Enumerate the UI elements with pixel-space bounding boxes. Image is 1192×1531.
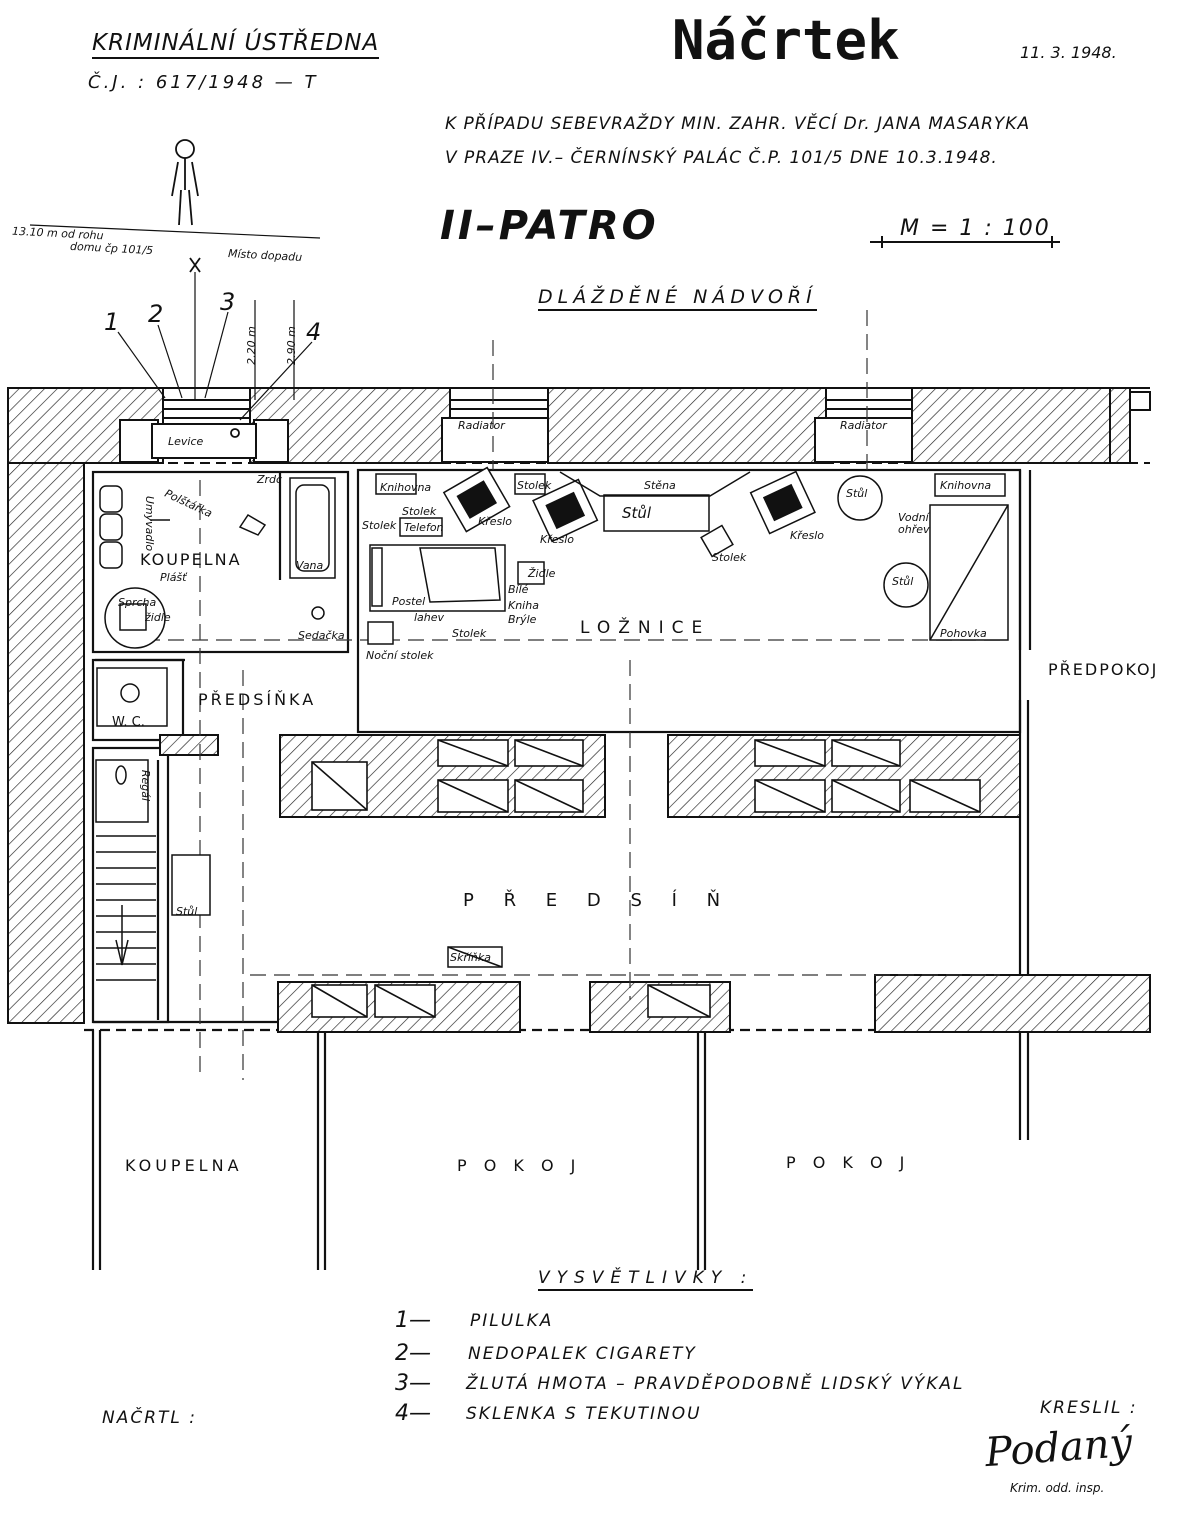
label-mirror: Zrdc	[257, 473, 283, 486]
label-glasses: Brýle	[508, 613, 537, 626]
subject-line-2: V PRAZE IV.– ČERNÍNSKÝ PALÁC Č.P. 101/5 …	[445, 148, 998, 168]
label-shower: Sprcha	[118, 596, 157, 609]
label-water-heater: Vodní ohřev	[898, 511, 930, 536]
label-bedroom-table: Stůl	[622, 504, 652, 522]
label-telephone: Telefon	[404, 521, 444, 534]
label-round-table-1: Stůl	[846, 487, 868, 500]
drawn-by-label: KRESLIL :	[1040, 1398, 1138, 1418]
marker-1: 1	[104, 308, 120, 336]
label-basin: Umyvadlo	[143, 495, 157, 552]
label-book: Kniha	[508, 599, 539, 612]
legend-num: 4—	[395, 1401, 431, 1426]
label-stool-3: Stolek	[517, 479, 552, 492]
label-linen: Bílé	[508, 583, 529, 596]
legend-text: PILULKA	[470, 1311, 554, 1331]
bedroom-furniture	[171, 466, 1009, 968]
scale-bar	[870, 236, 1060, 248]
label-bottle: lahev	[414, 611, 445, 624]
label-armchair-3: Křeslo	[790, 529, 825, 542]
label-stool-1: Stolek	[362, 519, 397, 532]
label-bookcase-2: Knihovna	[940, 479, 992, 492]
marker-4: 4	[306, 318, 322, 346]
reference-number: Č.J. : 617/1948 — T	[88, 72, 319, 93]
staircase	[95, 759, 156, 981]
label-tub: Vana	[296, 559, 324, 572]
room-hall: P Ř E D S Í Ň	[463, 890, 733, 911]
label-armchair-1: Křeslo	[478, 515, 513, 528]
label-bed-chair: Židle	[528, 567, 556, 580]
height-a: 2.20 m	[244, 326, 258, 365]
label-cabinet: Skříňka	[450, 951, 492, 964]
label-bath-shelf: Regál	[139, 769, 153, 802]
marker-3: 3	[220, 288, 236, 316]
label-radiator-1: Radiator	[458, 419, 505, 432]
legend-num: 3—	[395, 1371, 431, 1396]
floor-label: II–PATRO	[440, 203, 659, 249]
subject-line-1: K PŘÍPADU SEBEVRAŽDY MIN. ZAHR. VĚCÍ Dr.…	[445, 114, 1031, 134]
legend-text: ŽLUTÁ HMOTA – PRAVDĚPODOBNĚ LIDSKÝ VÝKAL	[466, 1374, 965, 1394]
scale-label: M = 1 : 100	[900, 216, 1051, 241]
courtyard-label: DLÁŽDĚNÉ NÁDVOŘÍ	[538, 288, 817, 311]
label-bookcase-1: Knihovna	[380, 481, 432, 494]
page-title: Náčrtek	[672, 9, 900, 72]
sketched-by-label: NAČRTL :	[102, 1408, 198, 1428]
label-wall: Stěna	[644, 479, 676, 492]
label-drain: Sedačka	[298, 629, 345, 642]
label-nightstand: Noční stolek	[366, 649, 434, 662]
label-stairs-table: Stůl	[176, 905, 198, 918]
room-bathroom: KOUPELNA	[140, 550, 242, 569]
legend-text: SKLENKA S TEKUTINOU	[466, 1404, 702, 1424]
wardrobe-doors	[311, 739, 981, 1018]
label-armchair-2: Křeslo	[540, 533, 575, 546]
room-wc: W. C.	[112, 715, 145, 730]
legend-num: 2—	[395, 1341, 431, 1366]
room-south-2: P O K O J	[786, 1153, 911, 1172]
label-radiator-2: Radiator	[840, 419, 887, 432]
room-vestibule: PŘEDSÍŇKA	[198, 690, 317, 709]
legend-num: 1—	[395, 1308, 431, 1333]
label-stool-2: Stolek	[402, 505, 437, 518]
room-bedroom: LOŽNICE	[580, 618, 711, 638]
label-bathrobe: Plášť	[160, 571, 187, 584]
bathroom-fixtures	[96, 477, 336, 727]
label-night-stool: Stolek	[452, 627, 487, 640]
label-sink: Levice	[168, 435, 204, 448]
label-bath-chair: židle	[145, 611, 171, 624]
room-bathroom-south: KOUPELNA	[125, 1156, 243, 1175]
signature-title: Krim. odd. insp.	[1010, 1481, 1105, 1495]
height-b: 2.90 m	[284, 326, 298, 365]
guide-lines	[120, 310, 1000, 1080]
legend-text: NEDOPALEK CIGARETY	[468, 1344, 697, 1364]
sink-area	[119, 417, 913, 463]
legend-title: VYSVĚTLIVKY :	[538, 1270, 754, 1291]
room-anteroom: PŘEDPOKOJ	[1048, 660, 1159, 679]
marker-2: 2	[148, 300, 164, 328]
label-couch: Pohovka	[940, 627, 987, 640]
label-round-table-2: Stůl	[892, 575, 914, 588]
signature: Podaný	[983, 1419, 1134, 1477]
sketch-date: 11. 3. 1948.	[1020, 43, 1117, 62]
office-name: KRIMINÁLNÍ ÚSTŘEDNA	[92, 32, 380, 59]
label-stool-4: Stolek	[712, 551, 747, 564]
label-bed: Postel	[392, 595, 426, 608]
exterior-marks	[29, 139, 321, 438]
room-south-1: P O K O J	[457, 1156, 582, 1175]
